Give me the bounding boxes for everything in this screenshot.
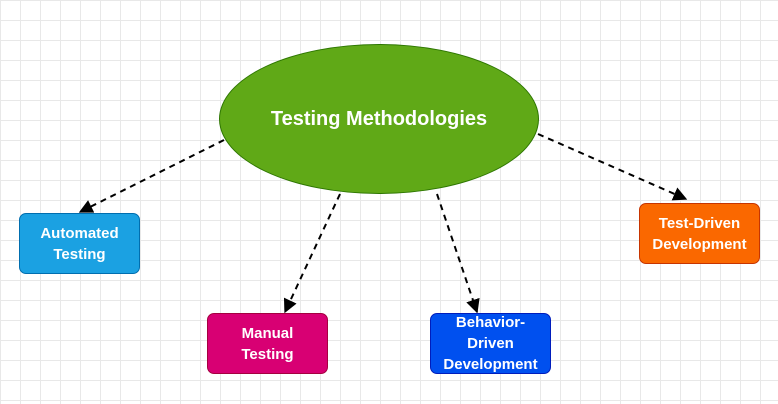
node-test-driven-development[interactable]: Test-Driven Development bbox=[639, 203, 760, 264]
node-label-line: Test-Driven bbox=[658, 214, 741, 232]
edge-central-to-test-driven-development bbox=[537, 133, 688, 201]
node-behavior-driven-development[interactable]: Behavior- Driven Development bbox=[430, 313, 551, 374]
node-automated-testing[interactable]: Automated Testing bbox=[19, 213, 140, 274]
node-label-line: Behavior- bbox=[455, 314, 526, 331]
node-label-line: Manual bbox=[241, 324, 294, 342]
node-label-line: Testing bbox=[53, 245, 106, 263]
central-node-label: Testing Methodologies bbox=[270, 107, 488, 130]
node-label-line: Development bbox=[443, 356, 538, 373]
node-label-line: Automated bbox=[40, 224, 119, 242]
node-label: Manual Testing bbox=[241, 323, 293, 365]
node-label-line: Testing bbox=[241, 345, 294, 363]
central-node-testing-methodologies[interactable]: Testing Methodologies bbox=[219, 44, 539, 194]
node-label-line: Development bbox=[652, 235, 747, 253]
node-label: Behavior- Driven Development bbox=[443, 312, 537, 375]
edge-central-to-manual-testing bbox=[283, 193, 341, 314]
edge-central-to-behavior-driven-development bbox=[436, 193, 480, 314]
node-label-line: Driven bbox=[467, 335, 514, 352]
node-manual-testing[interactable]: Manual Testing bbox=[207, 313, 328, 374]
node-label: Test-Driven Development bbox=[652, 213, 746, 255]
edge-central-to-automated-testing bbox=[78, 139, 225, 213]
node-label: Automated Testing bbox=[40, 223, 118, 265]
